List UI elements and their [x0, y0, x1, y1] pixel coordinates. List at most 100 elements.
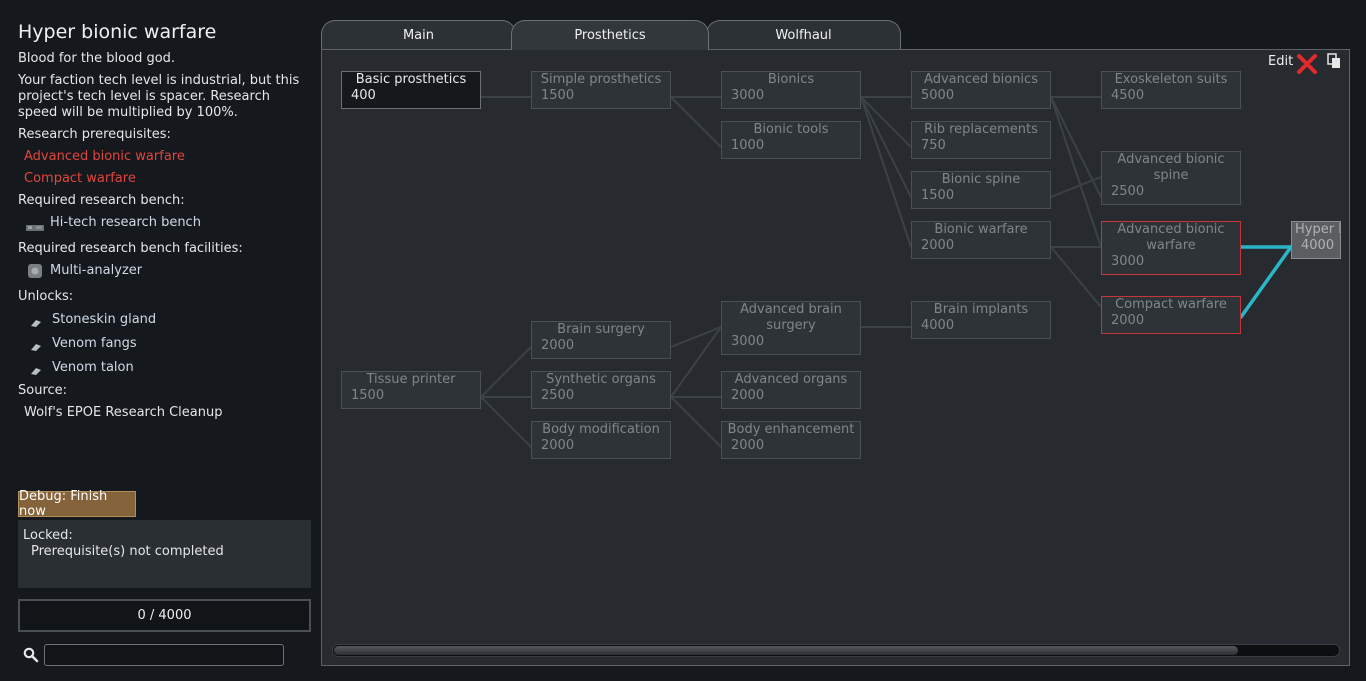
node-cost: 2000 [541, 438, 575, 453]
tech-note-line: project's tech level is spacer. Research [18, 89, 270, 104]
node-label: Rib replacements [924, 122, 1038, 137]
tab-label: Wolfhaul [775, 28, 832, 43]
bench-name[interactable]: Hi-tech research bench [50, 215, 201, 230]
node-label: Hyper b [1295, 222, 1340, 237]
magnifier-icon [23, 647, 39, 667]
unlock-item[interactable]: Venom talon [52, 360, 134, 375]
node-cost: 2500 [541, 388, 575, 403]
tech-note-line: Your faction tech level is industrial, b… [18, 73, 300, 88]
tree-connections [480, 96, 1293, 448]
node-cost: 4000 [921, 318, 955, 333]
unlock-item[interactable]: Stoneskin gland [52, 312, 157, 327]
prereq-item[interactable]: Compact warfare [24, 171, 136, 186]
node-cost: 2000 [1111, 313, 1145, 328]
tab-label: Prosthetics [574, 28, 646, 43]
node-cost: 2000 [731, 388, 765, 403]
node-label: Body modification [542, 422, 660, 437]
research-bench-icon [26, 218, 44, 237]
node-label: Advanced bionics [924, 72, 1038, 87]
node-label: Bionic tools [753, 122, 829, 137]
node-label: Advanced brain surgery [740, 302, 842, 333]
node-label: Bionic spine [941, 172, 1021, 187]
node-cost: 2500 [1111, 184, 1145, 199]
node-cost: 3000 [1111, 254, 1145, 269]
locked-title: Locked: [23, 528, 73, 543]
tech-note-line: speed will be multiplied by 100%. [18, 105, 238, 120]
node-label: Advanced bionic warfare [1117, 222, 1225, 253]
edit-button[interactable]: Edit [1268, 54, 1294, 69]
node-label: Brain implants [933, 302, 1029, 317]
unlock-item[interactable]: Venom fangs [52, 336, 137, 351]
scrollbar-thumb[interactable] [334, 646, 1238, 655]
node-label: Compact warfare [1115, 297, 1227, 312]
node-cost: 1500 [921, 188, 955, 203]
node-label: Tissue printer [366, 372, 456, 387]
tab-prosthetics[interactable]: Prosthetics [511, 20, 709, 50]
tab-wolfhaul[interactable]: Wolfhaul [706, 20, 901, 50]
bench-header: Required research bench: [18, 193, 185, 208]
node-cost: 3000 [731, 334, 765, 349]
source-name: Wolf's EPOE Research Cleanup [24, 405, 223, 420]
locked-reason: Prerequisite(s) not completed [31, 544, 224, 559]
horizontal-scrollbar[interactable] [332, 644, 1340, 657]
node-label: Body enhancement [727, 422, 855, 437]
node-label: Basic prosthetics [355, 72, 467, 87]
research-description: Blood for the blood god. [18, 51, 176, 66]
prereq-header: Research prerequisites: [18, 127, 171, 142]
unlocks-header: Unlocks: [18, 289, 74, 304]
search-input[interactable] [44, 644, 284, 666]
multi-analyzer-icon [27, 263, 43, 283]
tab-main[interactable]: Main [321, 20, 516, 50]
unlock-item-icon [30, 361, 42, 380]
node-label: Bionics [767, 72, 815, 87]
facility-name[interactable]: Multi-analyzer [50, 263, 143, 278]
unlock-item-icon [30, 337, 42, 356]
node-cost: 4000 [1301, 238, 1335, 253]
node-cost: 1000 [731, 138, 765, 153]
close-icon[interactable] [1296, 54, 1318, 78]
node-cost: 1500 [351, 388, 385, 403]
research-node-selected[interactable]: Hyper b4000 [1291, 221, 1341, 259]
progress-text: 0 / 4000 [137, 608, 192, 623]
node-cost: 4500 [1111, 88, 1145, 103]
node-cost: 2000 [731, 438, 765, 453]
node-label: Advanced organs [734, 372, 848, 387]
facilities-header: Required research bench facilities: [18, 241, 243, 256]
node-label: Brain surgery [557, 322, 645, 337]
tab-label: Main [402, 28, 435, 43]
node-cost: 2000 [541, 338, 575, 353]
debug-finish-button[interactable]: Debug: Finish now [18, 489, 136, 519]
node-label: Exoskeleton suits [1114, 72, 1228, 87]
node-label: Bionic warfare [934, 222, 1028, 237]
research-title: Hyper bionic warfare [18, 21, 217, 43]
prereq-item[interactable]: Advanced bionic warfare [24, 149, 185, 164]
node-label: Synthetic organs [546, 372, 656, 387]
copy-icon[interactable] [1327, 53, 1341, 73]
selected-prereq-highlight [1239, 245, 1293, 319]
node-cost: 5000 [921, 88, 955, 103]
locked-status-box: Locked: Prerequisite(s) not completed [18, 520, 311, 588]
node-cost: 750 [921, 138, 946, 153]
node-cost: 3000 [731, 88, 765, 103]
